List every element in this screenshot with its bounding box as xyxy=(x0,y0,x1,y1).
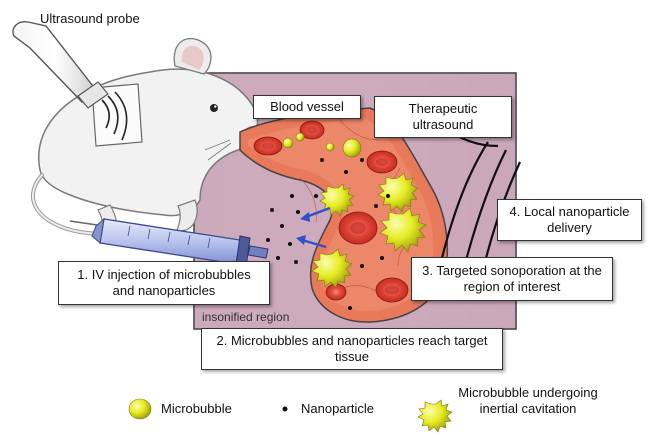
step-2-label: 2. Microbubbles and nanoparticles reach … xyxy=(201,328,503,370)
ultrasound-probe xyxy=(12,21,128,141)
therapeutic-ultrasound-label: Therapeutic ultrasound xyxy=(374,96,512,138)
delivery-arrows xyxy=(296,206,331,249)
legend-cavitating-microbubble: Microbubble undergoing inertial cavitati… xyxy=(458,385,598,417)
microbubbles-in-vessel xyxy=(282,132,362,158)
blood-vessel-label: Blood vessel xyxy=(253,95,361,119)
ultrasound-probe-label: Ultrasound probe xyxy=(40,11,140,26)
step-4-label: 4. Local nanoparticle delivery xyxy=(497,199,642,241)
step-1-label: 1. IV injection of microbubbles and nano… xyxy=(58,261,270,305)
insonified-region-label: insonified region xyxy=(202,310,290,324)
nanoparticles xyxy=(266,158,420,310)
red-blood-cells xyxy=(253,120,409,303)
legend-symbols xyxy=(128,398,453,433)
step-3-label: 3. Targeted sonoporation at the region o… xyxy=(411,257,613,301)
cavitating-microbubbles xyxy=(311,172,427,289)
legend-nanoparticle: Nanoparticle xyxy=(301,401,374,416)
legend-microbubble: Microbubble xyxy=(161,401,232,416)
